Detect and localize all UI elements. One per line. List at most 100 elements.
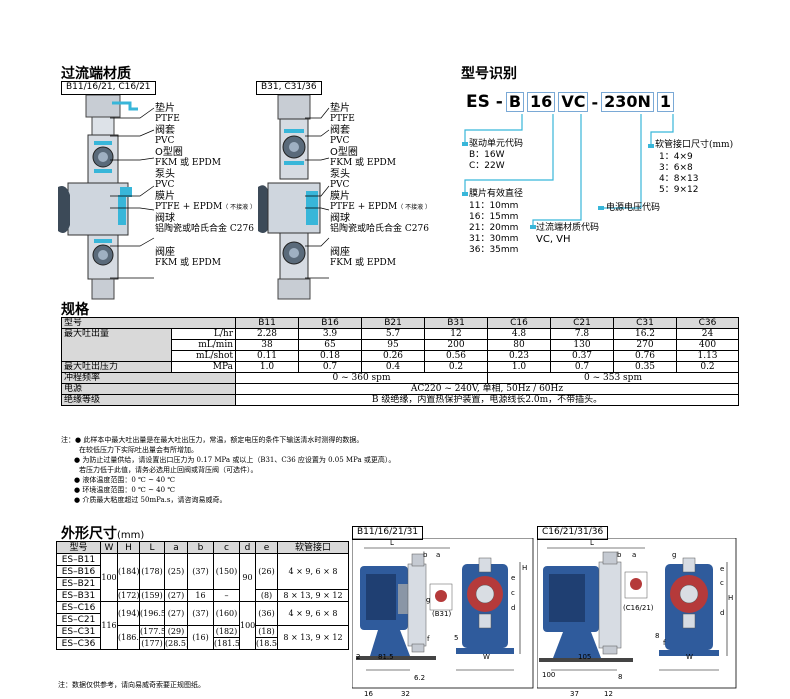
spec-cell: 0.4 (361, 361, 426, 373)
hose-code-block: 软管接口尺寸(mm) 1：4×9 3：6×8 4：8×13 5：9×12 (655, 141, 733, 195)
dims-cell: 100 (239, 601, 256, 650)
dims-header-cell: a (164, 541, 188, 554)
dims-cell: (27) (164, 601, 188, 626)
spec-row-label: 电源 (60, 383, 237, 395)
voltage-code-title: 电源电压代码 (606, 203, 661, 213)
diaphragm-code-item: 31：30mm (469, 234, 519, 244)
dims-cell: (36) (255, 601, 278, 626)
cross-section-right-illustration (258, 95, 321, 300)
spec-cell: 200 (424, 339, 489, 351)
part-label: 阀座 (330, 247, 350, 258)
spec-header-cell: C31 (613, 317, 678, 329)
dims-cell: (184) (117, 553, 140, 590)
spec-cell: 0.7 (550, 361, 615, 373)
model-code-wetted: VC (558, 92, 589, 112)
dim-c: c (720, 579, 724, 587)
dims-row: ES–C21 (56, 613, 349, 626)
spec-unit: mL/min (170, 339, 237, 351)
dim-81-5: 81.5 (378, 653, 394, 661)
dims-cell: (159) (139, 589, 165, 602)
diaphragm-code-item: 16：15mm (469, 212, 519, 222)
materials-right-tag: B31, C31/36 (256, 81, 322, 95)
spec-header-cell: C36 (676, 317, 740, 329)
drive-code-block: 驱动单元代码 B：16W C：22W (469, 140, 523, 171)
note-line: ● 此样本中最大吐出量是在最大吐出压力，常温，额定电压的条件下输送清水时测得的数… (75, 436, 364, 444)
dims-cell: (18) (255, 625, 278, 638)
part-material: PVC (155, 180, 175, 190)
dims-cell: (18.5) (255, 637, 278, 650)
spec-title: 规格 (61, 302, 89, 318)
part-label: 膜片 (330, 191, 350, 202)
leader-lines-right (305, 107, 330, 279)
dims-title: 外形尺寸 (61, 526, 117, 542)
dims-cell: 8 × 13, 9 × 12 (277, 589, 349, 602)
drawing-b-tag: B11/16/21/31 (352, 526, 424, 540)
dim-6-2: 6.2 (414, 674, 426, 682)
dim-8: 8 (655, 632, 660, 640)
spec-cell: 0.76 (613, 350, 678, 362)
dims-cell: (177) (139, 637, 165, 650)
dim-32: 32 (401, 690, 410, 698)
dims-cell: (37) (187, 601, 214, 626)
dims-cell: 4 × 9, 6 × 8 (277, 553, 349, 590)
part-label: 阀套 (155, 125, 175, 136)
dims-cell: (182) (213, 625, 240, 638)
part-material: 铝陶瓷或哈氏合金 C276 (330, 224, 429, 234)
dim-b: b (617, 551, 622, 559)
dims-header-cell: L (139, 541, 165, 554)
part-material: FKM 或 EPDM (330, 258, 396, 268)
dims-cell: (28.5) (164, 637, 188, 650)
dim-L: L (590, 539, 594, 547)
part-note: （ 不接液 ） (397, 204, 432, 211)
material-list-right: 垫片 PTFE 阀套 PVC O型圈 FKM 或 EPDM 泵头 PVC 膜片 … (330, 103, 431, 269)
model-code: ES - B 16 VC - 230N 1 (466, 92, 675, 112)
dims-note: 注：数据仅供参考，请向易威奇索要正规图纸。 (58, 681, 205, 689)
spec-cell: B 级绝缘，内置热保护装置，电源线长2.0m，不带插头。 (235, 394, 740, 406)
dims-model: ES–B31 (56, 589, 101, 602)
spec-cell: 0 ~ 360 spm (235, 372, 489, 384)
part-material: FKM 或 EPDM (330, 158, 396, 168)
dims-cell: 90 (239, 553, 256, 602)
spec-row-label: 最大吐出压力 (61, 361, 172, 373)
dims-cell: 100 (100, 553, 118, 602)
spec-cell: 1.13 (676, 350, 740, 362)
hose-code-item: 4：8×13 (659, 174, 699, 184)
note-line: ● 液体温度范围：0 ℃ ~ 40 ℃ (74, 476, 176, 484)
dims-header-cell: b (187, 541, 214, 554)
dims-model: ES–B21 (56, 577, 101, 590)
spec-cell: 130 (550, 339, 615, 351)
note-line: 在较低压力下实际吐出量会有所增加。 (79, 446, 198, 454)
dims-cell: 8 × 13, 9 × 12 (277, 625, 349, 650)
spec-cell: 0 ~ 353 spm (487, 372, 740, 384)
part-label: 膜片 (155, 191, 175, 202)
spec-cell: 0.56 (424, 350, 489, 362)
spec-unit: mL/shot (170, 350, 237, 362)
spec-cell: 38 (235, 339, 300, 351)
spec-row-insulation: 绝缘等级 B 级绝缘，内置热保护装置，电源线长2.0m，不带插头。 (60, 394, 740, 406)
part-material: PTFE (155, 114, 180, 124)
model-connector-lines (462, 114, 674, 229)
model-separator: - (591, 92, 599, 112)
dims-model: ES–B11 (56, 553, 101, 566)
spec-cell: 0.18 (298, 350, 363, 362)
spec-cell: 0.35 (613, 361, 678, 373)
dims-cell: (8) (255, 589, 278, 602)
dim-5: 5 (454, 634, 459, 642)
dims-cell: (177.5) (139, 625, 165, 638)
model-title: 型号识别 (461, 66, 517, 82)
part-material: 铝陶瓷或哈氏合金 C276 (155, 224, 254, 234)
diaphragm-code-item: 36：35mm (469, 245, 519, 255)
dims-model: ES–C31 (56, 625, 101, 638)
spec-cell: 0.23 (487, 350, 552, 362)
cross-section-left-illustration (58, 95, 138, 300)
wetted-code-block: 过流端材质代码 VC, VH (536, 224, 599, 245)
note-head: 注： (61, 436, 75, 444)
note-line: ● 环境温度范围：0 ℃ ~ 40 ℃ (74, 486, 176, 494)
wetted-code-items: VC, VH (536, 234, 571, 245)
drawing-b-illustration (352, 538, 534, 689)
spec-cell: 2.28 (235, 328, 300, 340)
spec-cell: 12 (424, 328, 489, 340)
spec-cell: 4.8 (487, 328, 552, 340)
model-code-drive: B (505, 92, 525, 112)
